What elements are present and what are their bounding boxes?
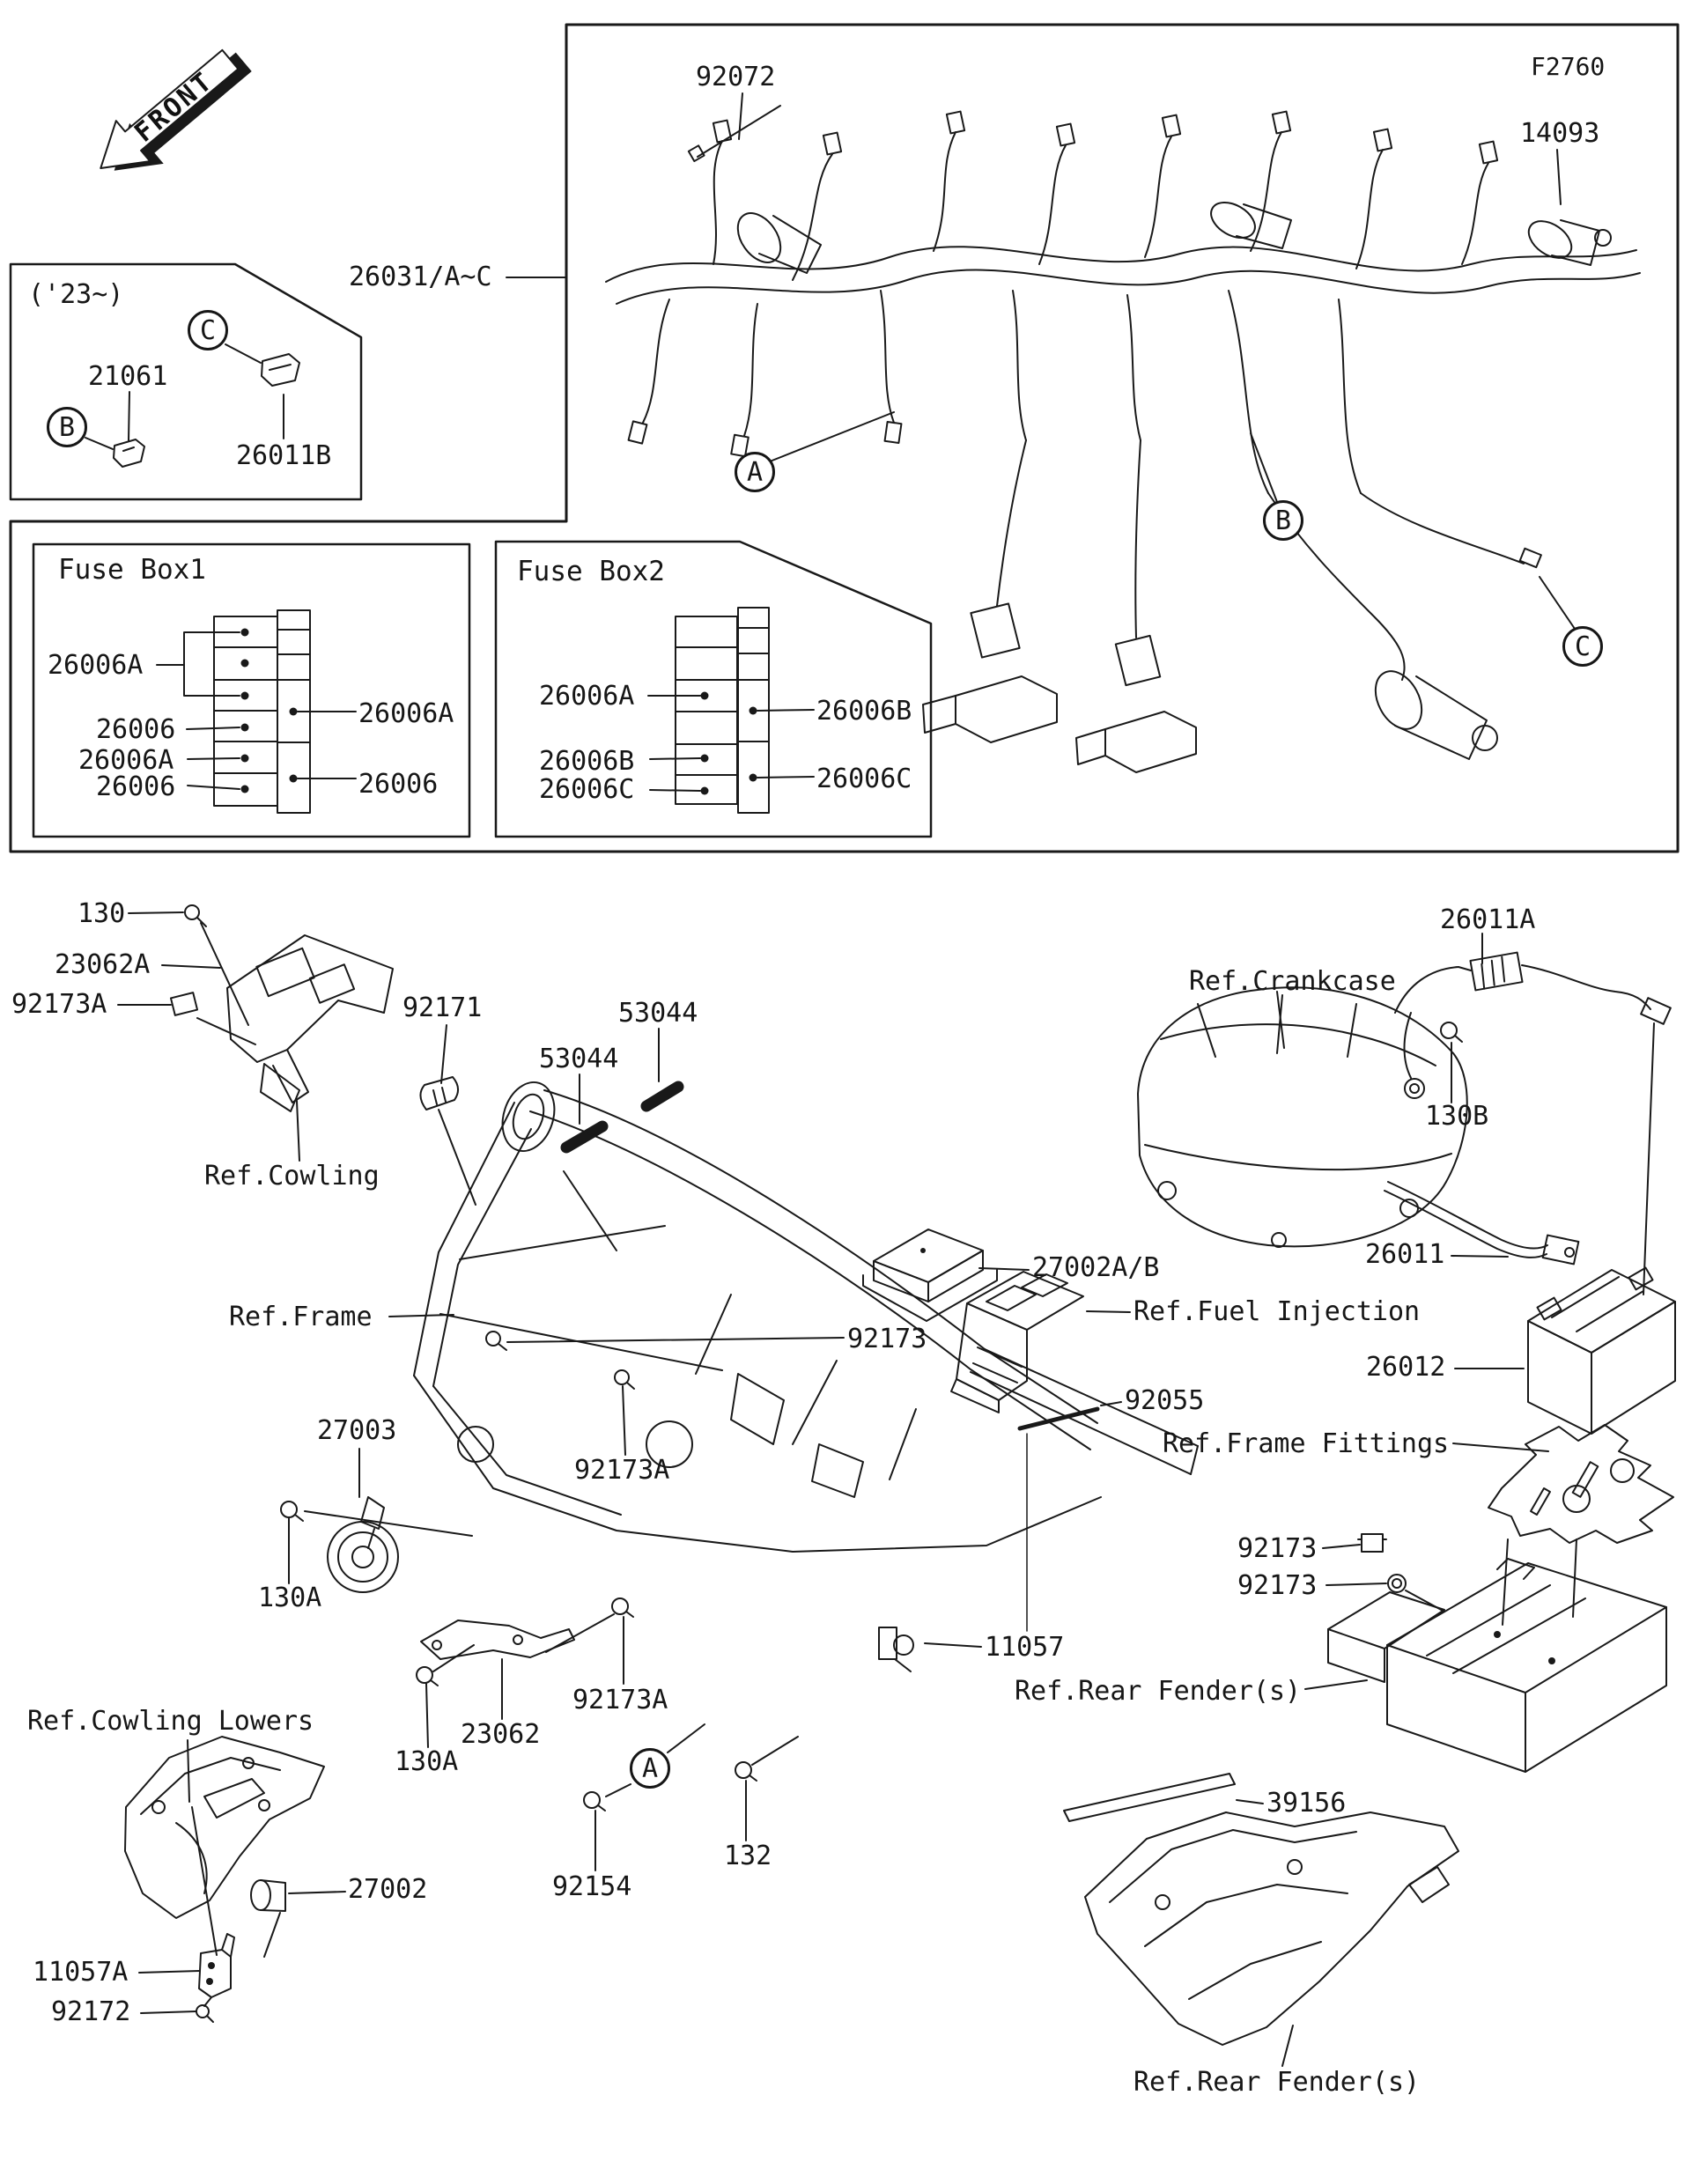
part-label-92173-mid: 92173 xyxy=(847,1324,927,1354)
note-box-drawing xyxy=(85,344,299,467)
part-label-23062: 23062 xyxy=(461,1719,541,1750)
crankcase-drawing xyxy=(1138,987,1467,1247)
fuel-injection-bracket-drawing xyxy=(951,1272,1130,1413)
part-label-11057a: 11057A xyxy=(33,1957,129,1988)
relay-bracket-drawing xyxy=(118,905,393,1161)
fuse-label: 26006C xyxy=(539,774,635,805)
part-label-92172: 92172 xyxy=(51,1996,131,2027)
part-label-14093: 14093 xyxy=(1520,118,1600,149)
section-marker-b-note: B xyxy=(47,407,87,447)
stay-23062-drawing xyxy=(417,1598,798,1870)
clamp-11057-drawing xyxy=(879,1627,981,1671)
fuse-box1-drawing xyxy=(157,610,356,813)
part-label-26011a: 26011A xyxy=(1440,904,1536,935)
ref-label-rear-fender-bottom: Ref.Rear Fender(s) xyxy=(1133,2067,1421,2098)
part-label-39156: 39156 xyxy=(1266,1788,1347,1819)
part-label-130a-left: 130A xyxy=(258,1583,322,1613)
fuse-label: 26006C xyxy=(816,764,912,794)
part-label-11057: 11057 xyxy=(985,1632,1065,1663)
ref-label-frame-fittings: Ref.Frame Fittings xyxy=(1163,1428,1450,1459)
ecu-drawing xyxy=(863,1229,1029,1321)
battery-drawing xyxy=(1455,1268,1675,1434)
battery-cable-26011-drawing xyxy=(1385,1182,1578,1264)
part-label-130a-bottom: 130A xyxy=(395,1746,459,1777)
part-label-27002ab: 27002A/B xyxy=(1032,1252,1160,1283)
part-label-26011: 26011 xyxy=(1365,1239,1445,1270)
fiche-code: F2760 xyxy=(1531,52,1606,81)
fuse-label: 26006 xyxy=(358,769,439,800)
part-label-92072: 92072 xyxy=(696,62,776,92)
frame-fittings-plate-drawing xyxy=(1453,1425,1673,1625)
fuse-label: 26006A xyxy=(358,698,454,729)
part-label-132: 132 xyxy=(724,1841,772,1871)
bolt-92173-mid-drawing xyxy=(486,1332,844,1350)
part-label-92173-upper: 92173 xyxy=(1237,1533,1318,1564)
ref-label-crankcase: Ref.Crankcase xyxy=(1189,966,1396,997)
horn-drawing xyxy=(281,1449,472,1592)
fuse-label: 26006B xyxy=(539,746,635,777)
part-label-26031: 26031/A~C xyxy=(349,262,492,292)
part-label-92171: 92171 xyxy=(402,992,483,1023)
fuse-label: 26006A xyxy=(78,745,174,776)
ref-label-rear-fender-mid: Ref.Rear Fender(s) xyxy=(1015,1676,1302,1707)
diagram-borders xyxy=(11,25,1678,852)
ref-label-cowling-lowers: Ref.Cowling Lowers xyxy=(27,1706,314,1737)
wiring-harness-drawing xyxy=(506,93,1640,772)
fuse-box1-title: Fuse Box1 xyxy=(58,554,206,586)
front-arrow-icon: FRONT xyxy=(84,33,252,171)
section-marker-c-note: C xyxy=(188,310,228,350)
part-label-26011b: 26011B xyxy=(236,440,332,471)
part-label-26012: 26012 xyxy=(1366,1352,1446,1383)
section-marker-a-frame: A xyxy=(630,1748,670,1789)
rear-fender-drawing xyxy=(1064,1774,1458,2066)
section-marker-b: B xyxy=(1263,500,1303,541)
part-label-92173-lower: 92173 xyxy=(1237,1570,1318,1601)
part-label-130: 130 xyxy=(78,898,126,929)
cowling-lowers-drawing xyxy=(125,1737,345,2022)
fuse-label: 26006 xyxy=(96,714,176,745)
section-marker-c: C xyxy=(1562,626,1603,667)
ref-label-fuel-injection: Ref.Fuel Injection xyxy=(1133,1296,1421,1327)
model-note: ('23~) xyxy=(28,279,124,310)
clamp-92171-drawing xyxy=(420,1025,476,1205)
pin-92055-drawing xyxy=(1020,1402,1121,1631)
bolt-92173a-mid-drawing xyxy=(615,1370,634,1455)
part-label-53044-right: 53044 xyxy=(618,998,698,1029)
part-label-92173a-mid: 92173A xyxy=(574,1455,670,1486)
fuse-label: 26006A xyxy=(539,681,635,712)
ref-label-frame: Ref.Frame xyxy=(229,1302,373,1332)
part-label-92154: 92154 xyxy=(552,1871,632,1902)
part-label-27002: 27002 xyxy=(348,1874,428,1905)
frame-drawing xyxy=(389,1075,1198,1552)
part-label-27003: 27003 xyxy=(317,1415,397,1446)
lead-26011a-drawing xyxy=(1395,933,1671,1295)
fuse-box2-drawing xyxy=(648,608,814,813)
section-marker-a: A xyxy=(735,452,775,492)
fuse-box2-title: Fuse Box2 xyxy=(517,556,665,587)
part-label-92055: 92055 xyxy=(1125,1385,1205,1416)
part-label-23062a: 23062A xyxy=(55,949,151,980)
battery-tray-drawing xyxy=(1305,1534,1666,1772)
fuse-label: 26006A xyxy=(48,650,144,681)
fuse-label: 26006 xyxy=(96,771,176,802)
ref-label-cowling: Ref.Cowling xyxy=(204,1161,380,1192)
fuse-label: 26006B xyxy=(816,696,912,727)
part-label-21061: 21061 xyxy=(88,361,168,392)
damper-53044-drawings xyxy=(566,1029,678,1147)
part-label-130b: 130B xyxy=(1425,1101,1489,1132)
part-label-92173a-top: 92173A xyxy=(11,989,107,1020)
part-label-92173a-bottom: 92173A xyxy=(572,1685,668,1715)
part-label-53044-left: 53044 xyxy=(539,1044,619,1074)
